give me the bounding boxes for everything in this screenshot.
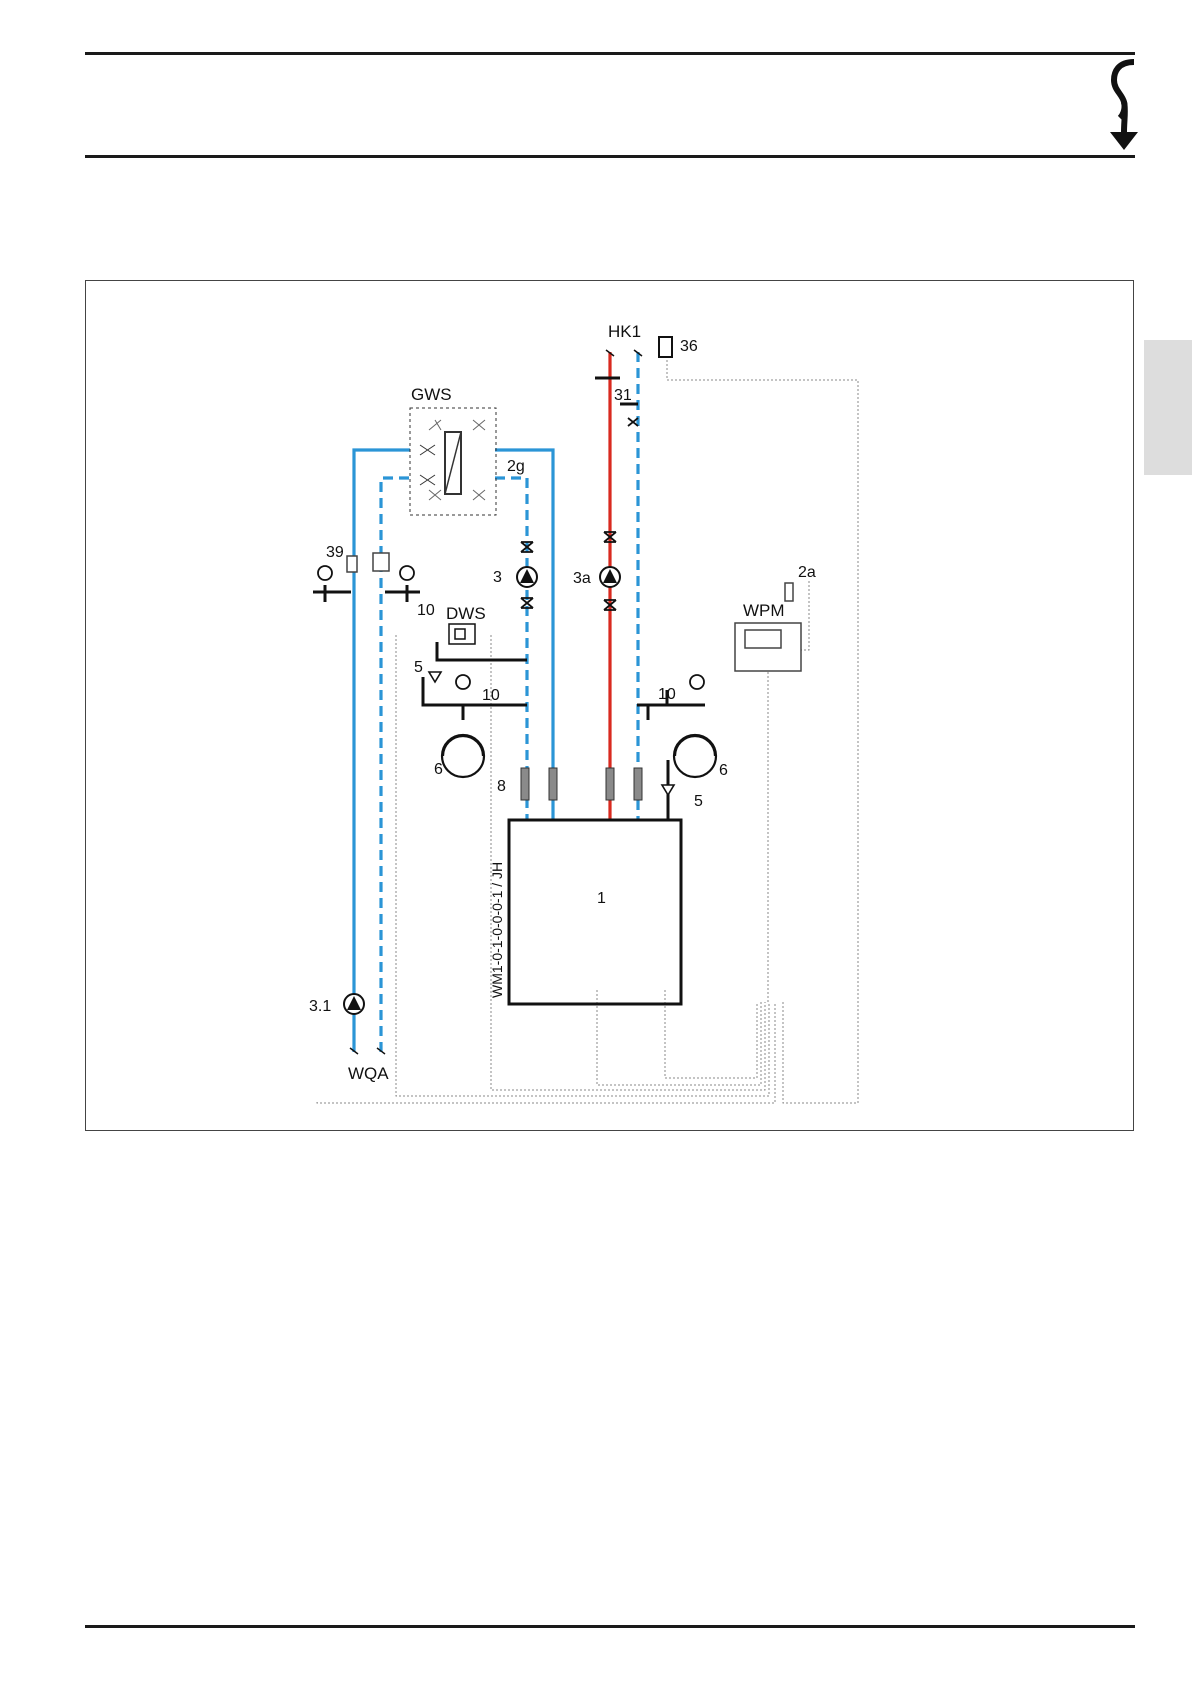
label-8: 8 (497, 778, 506, 795)
label-6-left: 6 (434, 761, 443, 778)
label-10-right: 10 (658, 686, 676, 703)
label-5-left: 5 (414, 659, 423, 676)
label-3a: 3a (573, 570, 591, 587)
label-hk1: HK1 (608, 322, 641, 341)
footer-rule (85, 1625, 1135, 1628)
label-dws: DWS (446, 604, 486, 623)
label-2g: 2g (507, 458, 525, 475)
label-5-right: 5 (694, 793, 703, 810)
side-tab (1144, 340, 1192, 475)
pump-icon (344, 567, 620, 1014)
header-rule-bottom (85, 155, 1135, 158)
heat-pump-unit (509, 820, 681, 1004)
label-1: 1 (597, 890, 606, 907)
label-6-right: 6 (719, 762, 728, 779)
label-31: 31 (614, 387, 632, 404)
label-36: 36 (680, 338, 698, 355)
pressure-gauge-icon (318, 566, 704, 689)
expansion-vessel-icon (442, 735, 716, 777)
header-rule-top (85, 52, 1135, 55)
hydraulic-schematic: HK1 36 31 GWS 2g 39 3 3a 2a DWS WPM 10 5… (85, 280, 1134, 1131)
label-2a: 2a (798, 564, 816, 581)
ground-water-station (410, 408, 496, 515)
control-wiring (317, 360, 858, 1103)
label-3: 3 (493, 569, 502, 586)
label-39: 39 (326, 544, 344, 561)
label-10-left: 10 (417, 602, 435, 619)
label-gws: GWS (411, 385, 452, 404)
flex-hoses (521, 768, 642, 800)
label-wpm: WPM (743, 601, 785, 620)
label-10-mid: 10 (482, 687, 500, 704)
label-wqa: WQA (348, 1064, 389, 1083)
label-3-1: 3.1 (309, 998, 331, 1015)
drawing-code: WM1-0-1-0-0-0-1 / JH (489, 862, 505, 998)
black-pipes (313, 378, 705, 820)
stiebel-logo-icon (1100, 58, 1144, 154)
